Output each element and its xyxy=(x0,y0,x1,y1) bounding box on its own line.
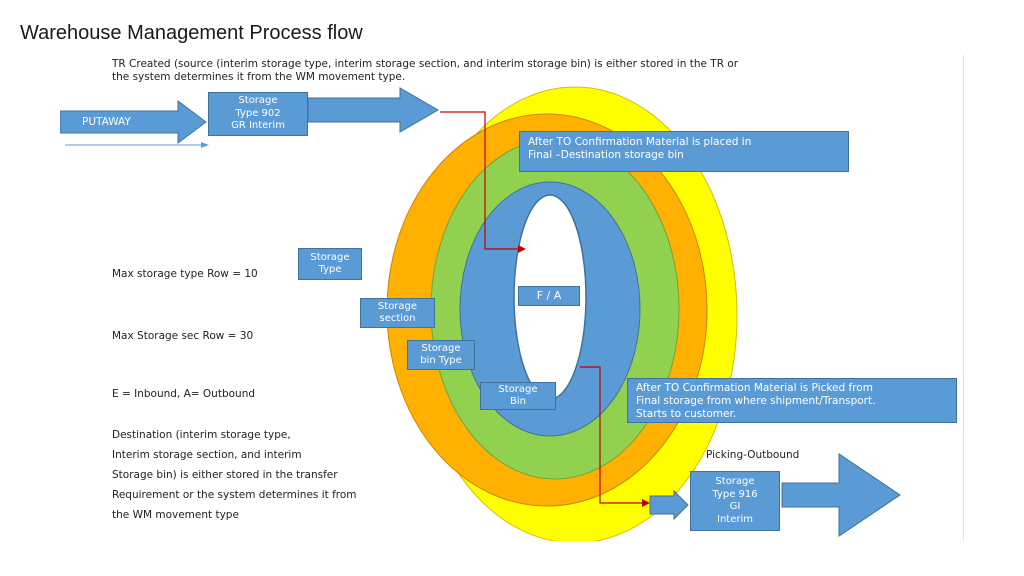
outbound-flow-head xyxy=(642,499,650,507)
outbound-flow-line xyxy=(580,366,645,504)
max-storage-type-note: Max storage type Row = 10 xyxy=(112,268,258,280)
destination-note-line-2: Interim storage section, and interim xyxy=(112,449,302,461)
putaway-label: PUTAWAY xyxy=(82,116,131,128)
storage-section-label: Storage section xyxy=(360,298,435,328)
page-title: Warehouse Management Process flow xyxy=(20,22,363,44)
gi-interim-box: Storage Type 916 GI Interim xyxy=(690,471,780,531)
header-text-line-2: the system determines it from the WM mov… xyxy=(112,71,406,83)
gr-interim-box: Storage Type 902 GR Interim xyxy=(208,92,308,136)
process-diagram: TR Created (source (interim storage type… xyxy=(60,55,964,541)
picking-outbound-label: Picking-Outbound xyxy=(706,449,800,461)
destination-note-line-5: the WM movement type xyxy=(112,509,239,521)
max-storage-sec-note: Max Storage sec Row = 30 xyxy=(112,330,254,342)
destination-note-line-3: Storage bin) is either stored in the tra… xyxy=(112,469,338,481)
putaway-arrow xyxy=(60,100,207,144)
destination-note-line-4: Requirement or the system determines it … xyxy=(112,489,357,501)
putaway-thin-head xyxy=(201,142,209,148)
destination-note-line-1: Destination (interim storage type, xyxy=(112,429,291,441)
center-fa-label: F / A xyxy=(518,286,580,306)
gr-outgoing-arrow xyxy=(307,87,439,133)
inbound-outbound-note: E = Inbound, A= Outbound xyxy=(112,388,256,400)
header-text-line-1: TR Created (source (interim storage type… xyxy=(112,58,739,70)
storage-bin-type-label: Storage bin Type xyxy=(407,340,475,370)
after-to-picked-note: After TO Confirmation Material is Picked… xyxy=(627,378,957,423)
picking-outbound-arrow xyxy=(781,453,901,537)
storage-bin-label: Storage Bin xyxy=(480,382,556,410)
after-to-placed-note: After TO Confirmation Material is placed… xyxy=(519,131,849,172)
gi-incoming-arrow xyxy=(649,489,689,521)
storage-type-label: Storage Type xyxy=(298,248,362,280)
inbound-flow-head xyxy=(518,245,526,253)
inbound-flow-line xyxy=(440,111,520,250)
